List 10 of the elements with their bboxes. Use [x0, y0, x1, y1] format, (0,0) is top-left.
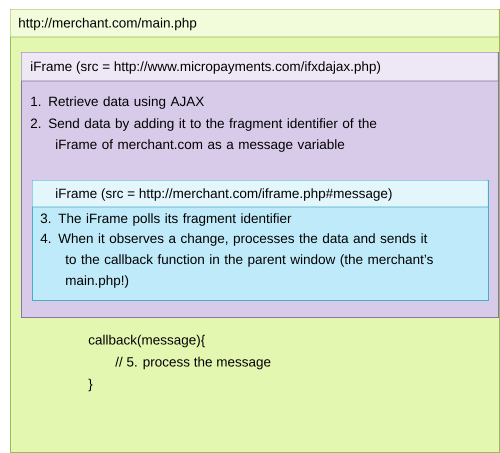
- list-item: 3. The iFrame polls its fragment identifier: [40, 213, 292, 226]
- heading: iFrame (src = http://merchant.com/iframe.php#message): [56, 188, 392, 201]
- code-line: // 5. process the message: [115, 356, 270, 370]
- heading: iFrame (src = http://www.micropayments.com/ifxdajax.php): [31, 61, 380, 74]
- list-item: 4. When it observes a change, processes the data and sends it to the callback function in the parent window (the merchant’s main.php!): [40, 233, 433, 288]
- code-line: callback(message){: [88, 334, 205, 348]
- code-line: }: [88, 378, 92, 392]
- list-item: 1. Retrieve data using AJAX: [31, 96, 204, 109]
- list-item: 2. Send data by adding it to the fragment identifier of the iFrame of merchant.com as a message variable: [30, 118, 376, 152]
- heading: http://merchant.com/main.php: [19, 18, 196, 30]
